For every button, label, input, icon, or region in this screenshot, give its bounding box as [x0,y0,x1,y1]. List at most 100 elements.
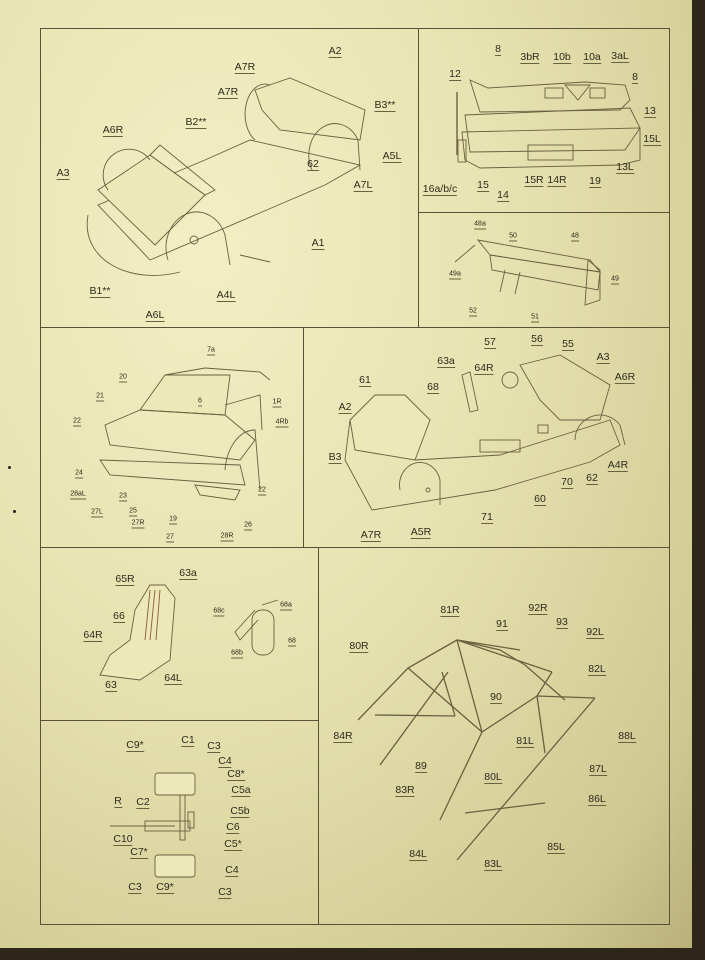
part-label-chassis: A6L [145,309,165,322]
part-label-seat-extinguisher: 63 [105,679,117,692]
part-label-roll-cage: 81L [516,735,534,748]
part-label-interior: A2 [338,401,352,414]
part-label-seat-extinguisher: 63a [179,567,197,580]
part-label-wheel: R [114,795,122,808]
part-label-chassis: A2 [328,45,342,58]
part-label-car-rear: 27 [166,533,174,543]
part-label-chassis: A7R [234,61,256,74]
divider [303,327,304,547]
part-label-wheel: C1 [181,734,195,747]
part-label-car-rear: 27L [91,508,103,518]
part-label-rear-wing: 51 [531,313,539,323]
part-label-rear-bumper: 10a [583,51,601,64]
part-label-rear-wing: 49 [611,275,619,285]
part-label-wheel: C4 [225,864,239,877]
part-label-interior: 60 [534,493,546,506]
part-label-interior: A5R [410,526,432,539]
part-label-chassis: A4L [216,289,236,302]
part-label-car-rear: 19 [169,515,177,525]
part-label-rear-bumper: 19 [589,175,601,188]
part-label-chassis: A7L [353,179,373,192]
wheel-drawing [110,772,196,878]
part-label-car-rear: 26 [244,521,252,531]
part-label-roll-cage: 89 [415,760,427,773]
part-label-chassis: A6R [102,124,124,137]
part-label-roll-cage: 80L [484,771,502,784]
part-label-rear-bumper: 3aL [611,50,629,63]
part-label-interior: 70 [561,476,573,489]
part-label-roll-cage: 91 [496,618,508,631]
part-label-rear-bumper: 12 [449,68,461,81]
part-label-car-rear: 24 [75,469,83,479]
part-label-car-rear: 22 [73,417,81,427]
part-label-seat-extinguisher: 64L [164,672,182,685]
part-label-interior: A3 [596,351,610,364]
paper-mark [13,510,16,513]
part-label-wheel: C3 [207,740,221,753]
part-label-wheel: C9* [126,739,144,752]
part-label-rear-bumper: 14 [497,189,509,202]
divider [418,212,670,213]
seat-drawing [99,584,176,681]
part-label-car-rear: 20 [119,373,127,383]
part-label-car-rear: 7a [207,346,215,356]
part-label-seat-extinguisher: 68b [231,649,243,659]
part-label-seat-extinguisher: 64R [83,629,103,642]
part-label-chassis: B1** [89,285,111,298]
instruction-sheet [0,0,692,948]
paper-mark [8,466,11,469]
part-label-car-rear: 28aL [70,490,86,500]
part-label-car-rear: 1R [272,398,282,408]
part-label-roll-cage: 90 [490,691,502,704]
part-label-wheel: C7* [130,846,148,859]
part-label-wheel: C5* [224,838,242,851]
part-label-seat-extinguisher: 65R [115,573,135,586]
part-label-roll-cage: 92L [586,626,604,639]
part-label-roll-cage: 83L [484,858,502,871]
part-label-roll-cage: 87L [589,763,607,776]
part-label-rear-bumper: 16a/b/c [422,183,458,196]
part-label-interior: 56 [531,333,543,346]
roll-cage-drawing [357,639,596,861]
part-label-car-rear: 27R [131,519,145,529]
part-label-chassis: 62 [307,158,319,171]
rear-bumper-drawing [456,79,641,169]
part-label-roll-cage: 88L [618,730,636,743]
part-label-roll-cage: 82L [588,663,606,676]
part-label-wheel: C3 [128,881,142,894]
part-label-car-rear: 22 [258,486,266,496]
part-label-interior: 68 [427,381,439,394]
part-label-interior: 64R [474,362,494,375]
part-label-interior: B3 [328,451,342,464]
divider [318,547,319,925]
part-label-wheel: C3 [218,886,232,899]
part-label-rear-bumper: 8 [495,43,501,56]
part-label-interior: A6R [614,371,636,384]
part-label-chassis: A5L [382,150,402,163]
part-label-roll-cage: 86L [588,793,606,806]
part-label-rear-bumper: 3bR [520,51,540,64]
part-label-interior: 62 [586,472,598,485]
part-label-seat-extinguisher: 68c [213,607,225,617]
part-label-wheel: C5a [231,784,251,797]
part-label-chassis: A7R [217,86,239,99]
part-label-rear-bumper: 13L [616,161,634,174]
part-label-roll-cage: 92R [528,602,548,615]
part-label-rear-wing: 52 [469,307,477,317]
part-label-wheel: C4 [218,755,232,768]
part-label-interior: 63a [437,355,455,368]
part-label-chassis: A3 [56,167,70,180]
part-label-rear-bumper: 13 [644,105,656,118]
divider [40,547,670,548]
part-label-roll-cage: 85L [547,841,565,854]
part-label-interior: A7R [360,529,382,542]
chassis-drawing [86,77,366,276]
diagram-frame [40,28,670,925]
part-label-roll-cage: 80R [349,640,369,653]
part-label-roll-cage: 84L [409,848,427,861]
part-label-interior: 61 [359,374,371,387]
part-label-chassis: A1 [311,237,325,250]
divider [418,28,419,327]
part-label-rear-bumper: 8 [632,71,638,84]
part-label-wheel: C10 [113,833,133,846]
